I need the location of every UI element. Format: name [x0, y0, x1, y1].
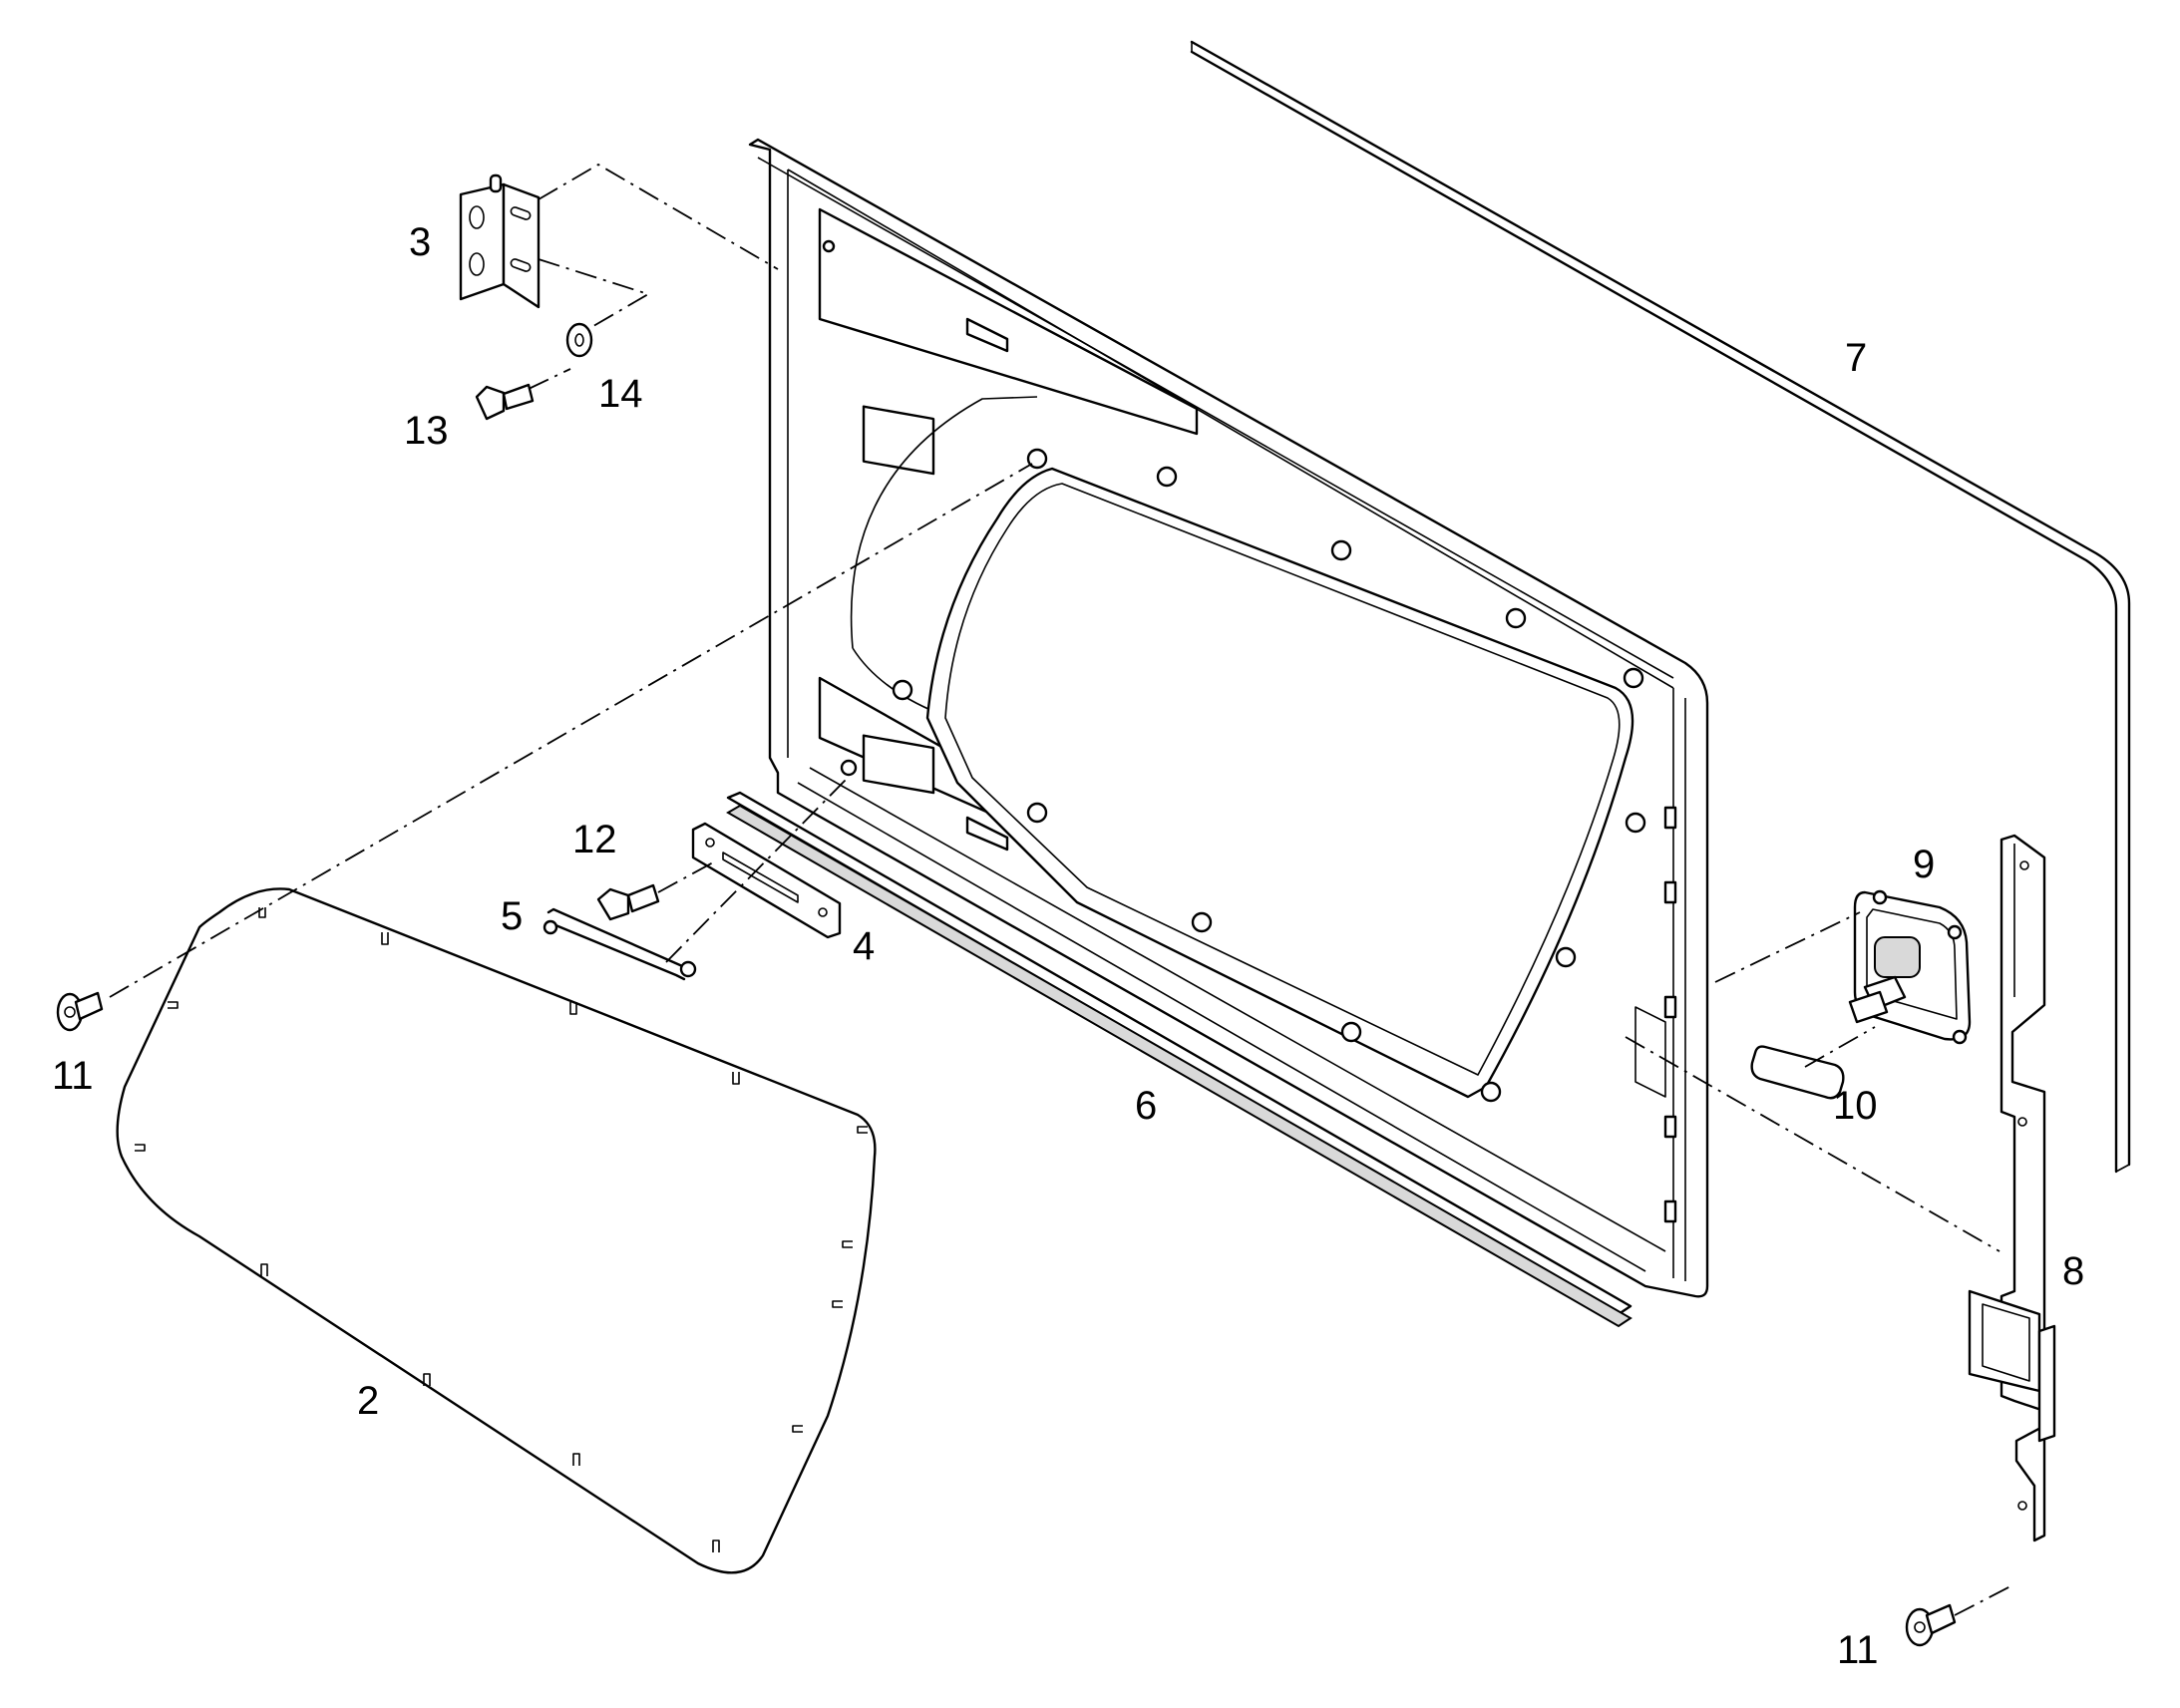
callout-11-right: 11 — [1837, 1628, 1879, 1672]
callout-13: 13 — [404, 409, 449, 453]
callout-9: 9 — [1913, 843, 1935, 886]
part-10-plate — [1750, 1045, 1845, 1100]
callout-7: 7 — [1845, 336, 1867, 380]
callout-3: 3 — [409, 220, 431, 264]
part-5-latch-rod — [543, 907, 697, 981]
part-2-glass-gasket — [116, 887, 877, 1574]
callout-12: 12 — [572, 818, 617, 861]
part-11-screw-left — [56, 991, 104, 1032]
callout-labels: 2 3 4 5 6 7 8 9 10 11 11 12 13 14 — [52, 220, 2084, 1672]
part-13-screw — [475, 383, 535, 421]
part-3-hinge-bracket — [459, 173, 541, 309]
part-6-bottom-strip — [726, 791, 1633, 1328]
part-6-door-panel — [748, 138, 1709, 1298]
callout-14: 14 — [598, 372, 643, 416]
callout-2: 2 — [357, 1379, 379, 1423]
part-8-side-strip — [1968, 834, 2056, 1542]
part-11-screw-right — [1905, 1603, 1957, 1647]
callout-4: 4 — [853, 924, 875, 968]
callout-6: 6 — [1135, 1084, 1157, 1128]
callout-5: 5 — [501, 894, 523, 938]
part-14-washer — [565, 322, 593, 358]
assembly-lines — [109, 163, 2013, 1616]
callout-8: 8 — [2062, 1249, 2084, 1293]
callout-11-left: 11 — [52, 1054, 94, 1098]
part-4-latch-plate — [691, 822, 842, 939]
callout-10: 10 — [1833, 1084, 1878, 1128]
part-9-latch-assembly — [1848, 889, 1972, 1045]
part-12-bolt — [596, 883, 660, 921]
part-7-gasket-strip — [1190, 40, 2131, 1174]
